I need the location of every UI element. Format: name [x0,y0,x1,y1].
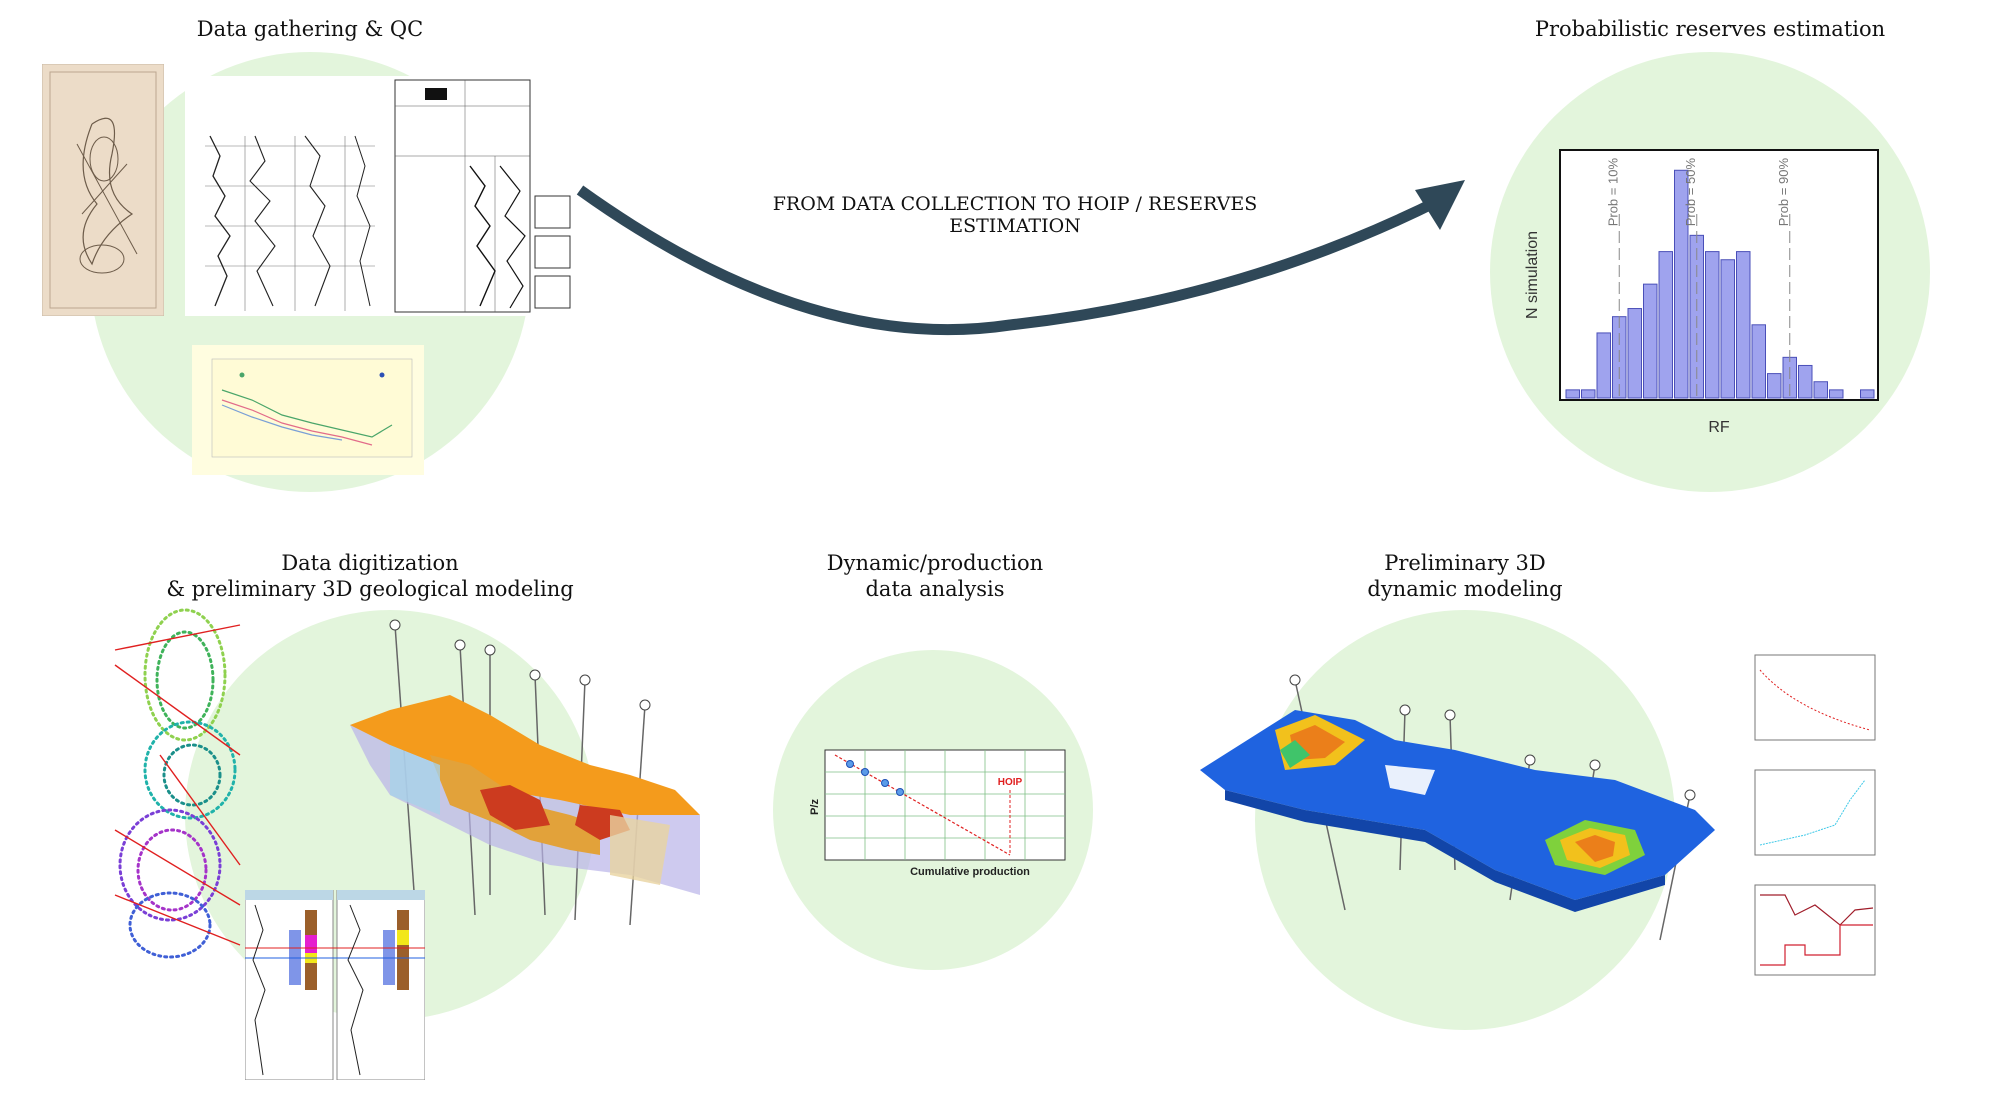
geological-3d-model [350,619,700,926]
histogram-bar [1813,381,1828,399]
histogram-bar [1705,251,1720,399]
pz-hoip-label: HOIP [998,777,1023,788]
dynamic-title-line2: data analysis [865,577,1005,601]
histogram-bar [1736,251,1751,399]
arrow-shaft [576,185,1443,336]
pz-plot: HOIP P/z Cumulative production [810,749,1066,878]
arrow-label: FROM DATA COLLECTION TO HOIP / RESERVES … [772,193,1258,237]
pz-ylabel: P/z [810,799,821,815]
history-match-plots [1754,654,1876,976]
arrow-head [1415,180,1465,230]
histogram-bar [1596,332,1611,399]
digitization-title-line2: & preliminary 3D geological modeling [166,577,574,601]
histogram-xlabel: RF [1708,419,1730,436]
histogram-bar [1627,308,1642,399]
gathering-title-text: Data gathering & QC [196,17,424,41]
old-map-scan [42,64,164,316]
modeling-title-line1: Preliminary 3D [1384,551,1546,575]
histogram-bar [1720,259,1735,399]
histogram-bar [1829,389,1844,399]
histogram-bar [1581,389,1596,399]
histogram-bar [1767,373,1782,399]
dynamic-title: Dynamic/production data analysis [790,550,1080,602]
gathering-title: Data gathering & QC [150,16,470,42]
probability-label: Prob = 50% [1683,158,1698,227]
histogram-bar [1643,283,1658,399]
histogram-bar [1565,389,1580,399]
contour-map [114,608,241,959]
histogram-bar [1860,389,1875,399]
histogram-bar [1798,364,1813,399]
process-arrow [576,180,1465,336]
reserves-title: Probabilistic reserves estimation [1500,16,1920,42]
digitization-title: Data digitization & preliminary 3D geolo… [130,550,610,602]
digitization-title-line1: Data digitization [281,551,459,575]
histogram-ylabel: N simulation [1525,231,1541,319]
probability-label: Prob = 10% [1605,158,1620,227]
well-log-scan [185,76,575,316]
well-correlation-logs [245,890,425,1080]
histogram-bar [1658,251,1673,399]
pz-xlabel: Cumulative production [910,866,1030,878]
dynamic-3d-model [1200,674,1715,941]
modeling-title-line2: dynamic modeling [1367,577,1563,601]
reserves-histogram: Prob = 10% Prob = 50% Prob = 90% N simulat… [1525,149,1879,436]
pressure-chart-scan [192,345,424,475]
histogram-bar [1674,169,1689,399]
modeling-title: Preliminary 3D dynamic modeling [1320,550,1610,602]
reserves-title-text: Probabilistic reserves estimation [1534,17,1886,41]
probability-label: Prob = 90% [1776,158,1791,227]
dynamic-title-line1: Dynamic/production [826,551,1044,575]
histogram-bar [1751,324,1766,399]
